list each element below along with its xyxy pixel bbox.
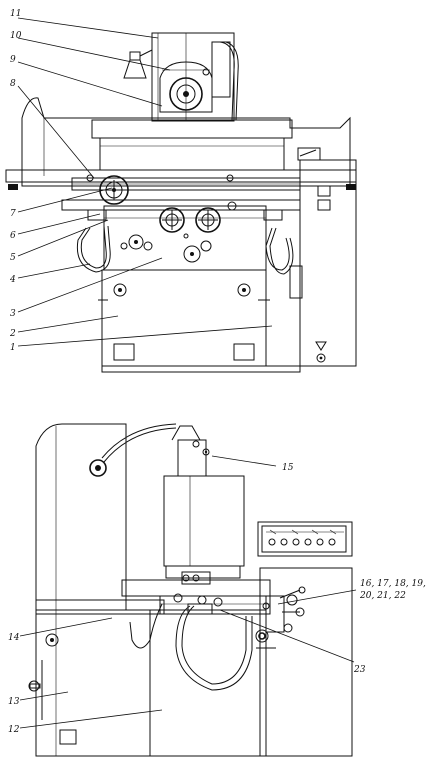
front-view-leaders [17,17,273,347]
callout-11: 11 [10,9,21,19]
upper-gauge [89,423,177,477]
callout-23: 23 [353,665,366,675]
side-view-leaders [19,455,357,729]
callout-5: 5 [10,253,16,263]
front-view: 11 10 9 8 7 6 5 4 3 2 1 [5,9,357,373]
side-view: 15 16, 17, 18, 19, 20, 21, 22 14 13 12 2… [8,423,426,757]
electrical-cabinet [289,159,357,367]
table-control-panel [76,175,294,275]
control-cabinet [257,521,353,757]
callout-8: 8 [10,79,16,89]
cross-slide [121,579,306,691]
side-view-labels: 15 16, 17, 18, 19, 20, 21, 22 14 13 12 2… [8,463,426,735]
callout-7: 7 [10,209,16,219]
machine-body [28,423,267,757]
front-view-labels: 11 10 9 8 7 6 5 4 3 2 1 [9,9,22,353]
callout-9: 9 [10,55,16,65]
callout-16-22-line2: 20, 21, 22 [359,591,406,601]
callout-12: 12 [8,725,20,735]
callout-13: 13 [8,697,20,707]
callout-10: 10 [10,31,22,41]
column [163,425,245,585]
callout-15: 15 [282,463,294,473]
callout-16-22-line1: 16, 17, 18, 19, [360,579,426,589]
callout-14: 14 [8,633,20,643]
callout-1: 1 [10,343,16,353]
callout-6: 6 [10,231,16,241]
callout-4: 4 [9,275,16,285]
callout-2: 2 [9,329,16,339]
wheel-head [123,32,239,122]
callout-3: 3 [10,309,16,319]
work-table [5,97,357,191]
panel-buttons [268,529,337,546]
bed-base [61,199,301,373]
